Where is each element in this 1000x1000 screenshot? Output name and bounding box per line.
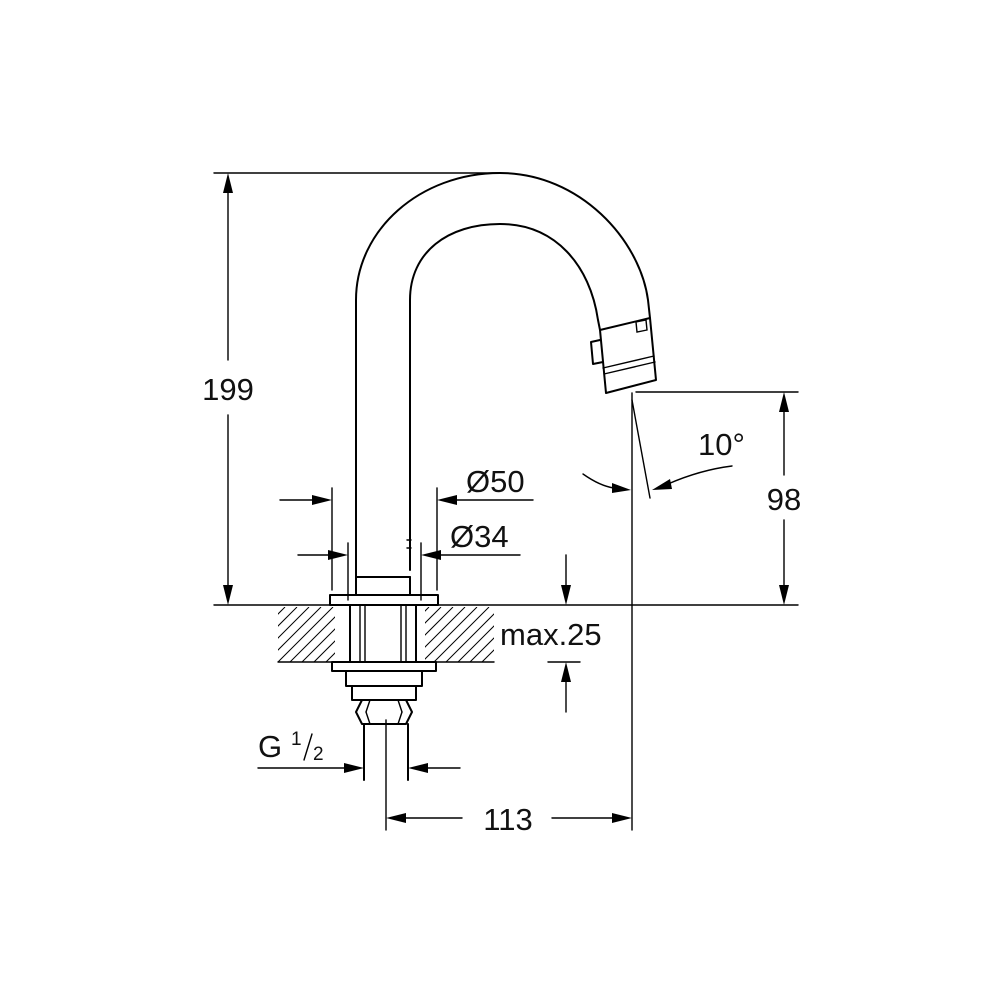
projection-label: 113	[483, 802, 532, 837]
reference-lines	[213, 172, 799, 831]
dimension-outer-diameter: Ø50	[279, 464, 534, 591]
angle-label: 10°	[698, 427, 745, 462]
thread-denominator: 2	[313, 744, 324, 765]
dimension-thread: G 1 2	[257, 729, 461, 773]
aerator	[590, 317, 657, 394]
inner-diameter-label: Ø34	[450, 519, 509, 554]
hex-nut	[355, 699, 413, 725]
dimension-outlet-height: 98	[767, 392, 801, 605]
dimension-angle: 10°	[582, 399, 745, 499]
mounting-shank	[331, 604, 437, 781]
dimension-total-height: 199	[202, 173, 254, 605]
total-height-label: 199	[202, 372, 254, 407]
thread-letter: G	[258, 729, 282, 764]
faucet-body	[329, 172, 657, 606]
dimension-projection: 113	[386, 802, 632, 837]
dimension-deck-thickness: max.25	[500, 554, 602, 713]
outer-diameter-label: Ø50	[466, 464, 525, 499]
thread-numerator: 1	[291, 729, 302, 750]
outlet-height-label: 98	[767, 482, 801, 517]
deck-thickness-label: max.25	[500, 617, 602, 652]
dimension-inner-diameter: Ø34	[297, 519, 521, 601]
